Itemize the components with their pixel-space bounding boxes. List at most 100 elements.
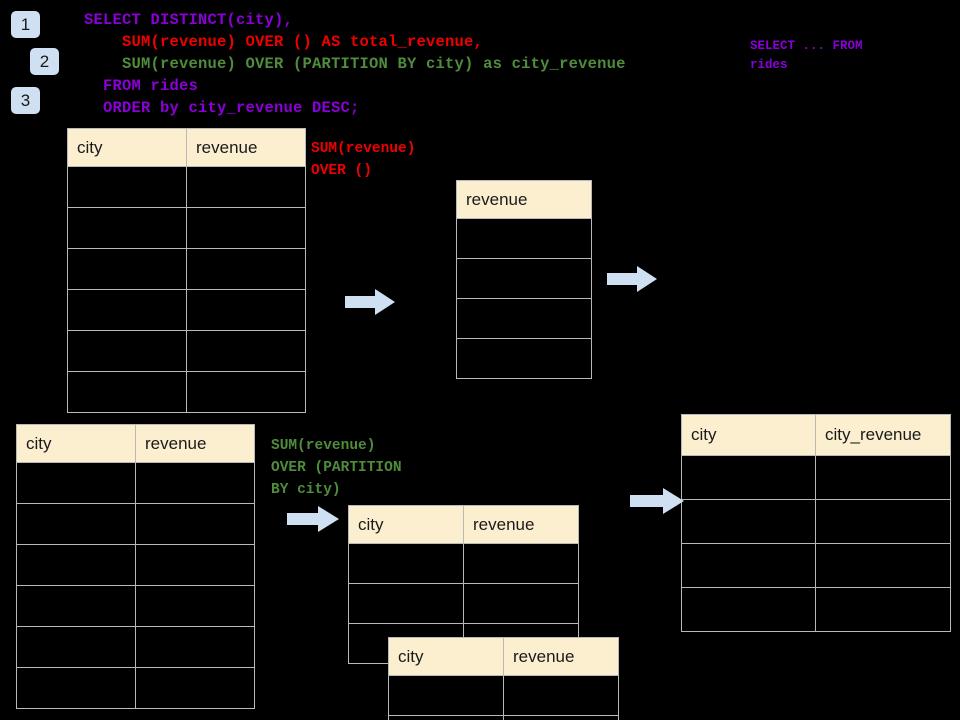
table-header-cell: city_revenue xyxy=(815,414,951,456)
table-cell xyxy=(681,499,816,544)
table-cell xyxy=(503,675,619,716)
table-header-cell: revenue xyxy=(456,180,592,219)
table-cell xyxy=(16,667,136,709)
table-cell xyxy=(815,455,951,500)
table-cell xyxy=(388,675,504,716)
annotation-sum-over-partition: SUM(revenue) OVER (PARTITION BY city) xyxy=(271,438,402,498)
table-row xyxy=(388,675,619,716)
table-cell xyxy=(135,667,255,709)
table-cell xyxy=(186,330,306,372)
sql-line-total-revenue: SUM(revenue) OVER () AS total_revenue, xyxy=(84,33,484,51)
sql-line-city-revenue: SUM(revenue) OVER (PARTITION BY city) as… xyxy=(84,55,626,73)
table-cell xyxy=(135,585,255,627)
table-cell xyxy=(186,207,306,249)
step-badge-2: 2 xyxy=(30,48,59,75)
table-cell xyxy=(135,544,255,586)
table-row xyxy=(16,503,255,545)
table-row xyxy=(681,543,951,588)
table-cell xyxy=(135,503,255,545)
table-header-cell: city xyxy=(388,637,504,676)
table-row xyxy=(67,330,306,372)
table-header-cell: revenue xyxy=(503,637,619,676)
step-badge-3: 3 xyxy=(11,87,40,114)
table-row xyxy=(16,626,255,668)
table-cell xyxy=(681,455,816,500)
table-row xyxy=(681,499,951,544)
table-row xyxy=(388,715,619,720)
table-cell xyxy=(16,585,136,627)
table-cell xyxy=(348,583,464,624)
table-cell xyxy=(503,715,619,720)
table-row xyxy=(16,667,255,709)
table-cell xyxy=(16,503,136,545)
table-row xyxy=(67,166,306,208)
table-header-cell: city xyxy=(681,414,816,456)
table-cell xyxy=(681,587,816,632)
table-cell xyxy=(67,371,187,413)
table-header-cell: revenue xyxy=(135,424,255,463)
table-row xyxy=(16,585,255,627)
table-cell xyxy=(681,543,816,588)
table-row xyxy=(456,298,592,339)
table-cell xyxy=(815,543,951,588)
table-cell xyxy=(815,499,951,544)
table-cell xyxy=(16,462,136,504)
table-cell xyxy=(67,207,187,249)
table-cell xyxy=(16,626,136,668)
sql-line-order-by: ORDER by city_revenue DESC; xyxy=(84,99,360,117)
table-header-cell: city xyxy=(16,424,136,463)
table-header-cell: revenue xyxy=(186,128,306,167)
table-cell xyxy=(463,543,579,584)
arrow-source-to-total xyxy=(345,288,395,316)
table-row xyxy=(67,371,306,413)
table-row xyxy=(456,258,592,299)
side-note-select-from-rides: SELECT ... FROM rides xyxy=(750,39,863,72)
table-row xyxy=(456,218,592,259)
table-cell xyxy=(186,248,306,290)
table-row xyxy=(16,462,255,504)
table-cell xyxy=(135,462,255,504)
table-row xyxy=(681,455,951,500)
table-row xyxy=(681,587,951,632)
table-cell xyxy=(186,166,306,208)
table-header-cell: city xyxy=(348,505,464,544)
table-cell xyxy=(67,248,187,290)
arrow-source-to-partition xyxy=(287,505,339,533)
table-cell xyxy=(348,543,464,584)
sql-line-select: SELECT DISTINCT(city), xyxy=(84,11,294,29)
table-header-cell: city xyxy=(67,128,187,167)
table-cell xyxy=(463,583,579,624)
table-cell xyxy=(456,258,592,299)
table-total-revenue-body: revenue xyxy=(456,180,592,379)
table-cell xyxy=(456,338,592,379)
sql-line-from: FROM rides xyxy=(84,77,199,95)
table-cell xyxy=(186,289,306,331)
table-total-revenue: revenue xyxy=(456,180,592,379)
table-cell xyxy=(67,166,187,208)
table-cell xyxy=(135,626,255,668)
arrow-total-to-result xyxy=(607,265,657,293)
table-cell xyxy=(67,330,187,372)
table-cell xyxy=(456,218,592,259)
table-cell xyxy=(456,298,592,339)
table-header-cell: revenue xyxy=(463,505,579,544)
table-cell xyxy=(16,544,136,586)
table-row xyxy=(67,248,306,290)
arrow-partition-to-result xyxy=(630,487,684,515)
table-row xyxy=(456,338,592,379)
